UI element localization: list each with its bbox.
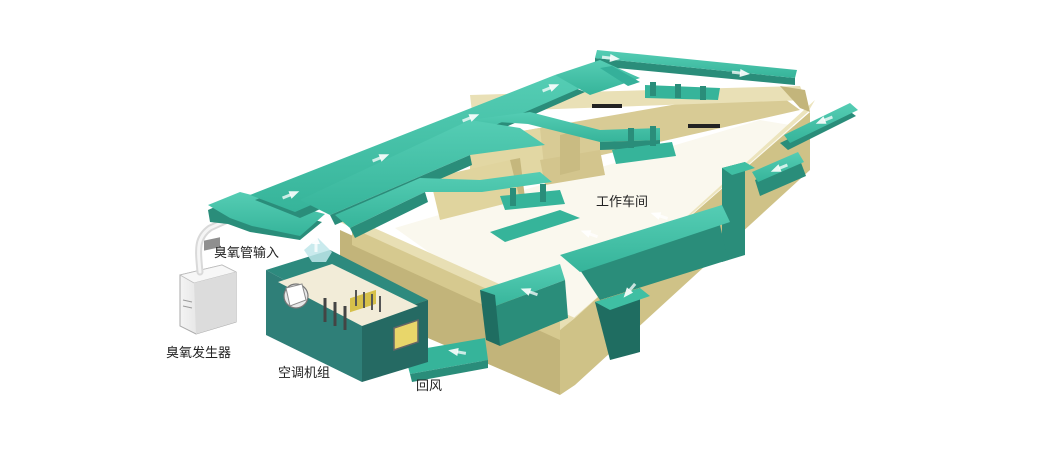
vent-slot-icon — [688, 124, 720, 128]
supply-duct-network — [208, 50, 797, 242]
label-return-air: 回风 — [416, 379, 443, 394]
return-duct-network — [404, 103, 858, 382]
ozone-generator — [178, 237, 238, 335]
label-ozone-input: 臭氧管输入 — [214, 246, 280, 261]
vent-slot-icon — [592, 104, 622, 108]
label-workshop: 工作车间 — [596, 195, 649, 210]
label-ozone-generator: 臭氧发生器 — [166, 346, 232, 361]
air-handling-unit — [266, 238, 428, 382]
label-ahu: 空调机组 — [278, 366, 331, 381]
